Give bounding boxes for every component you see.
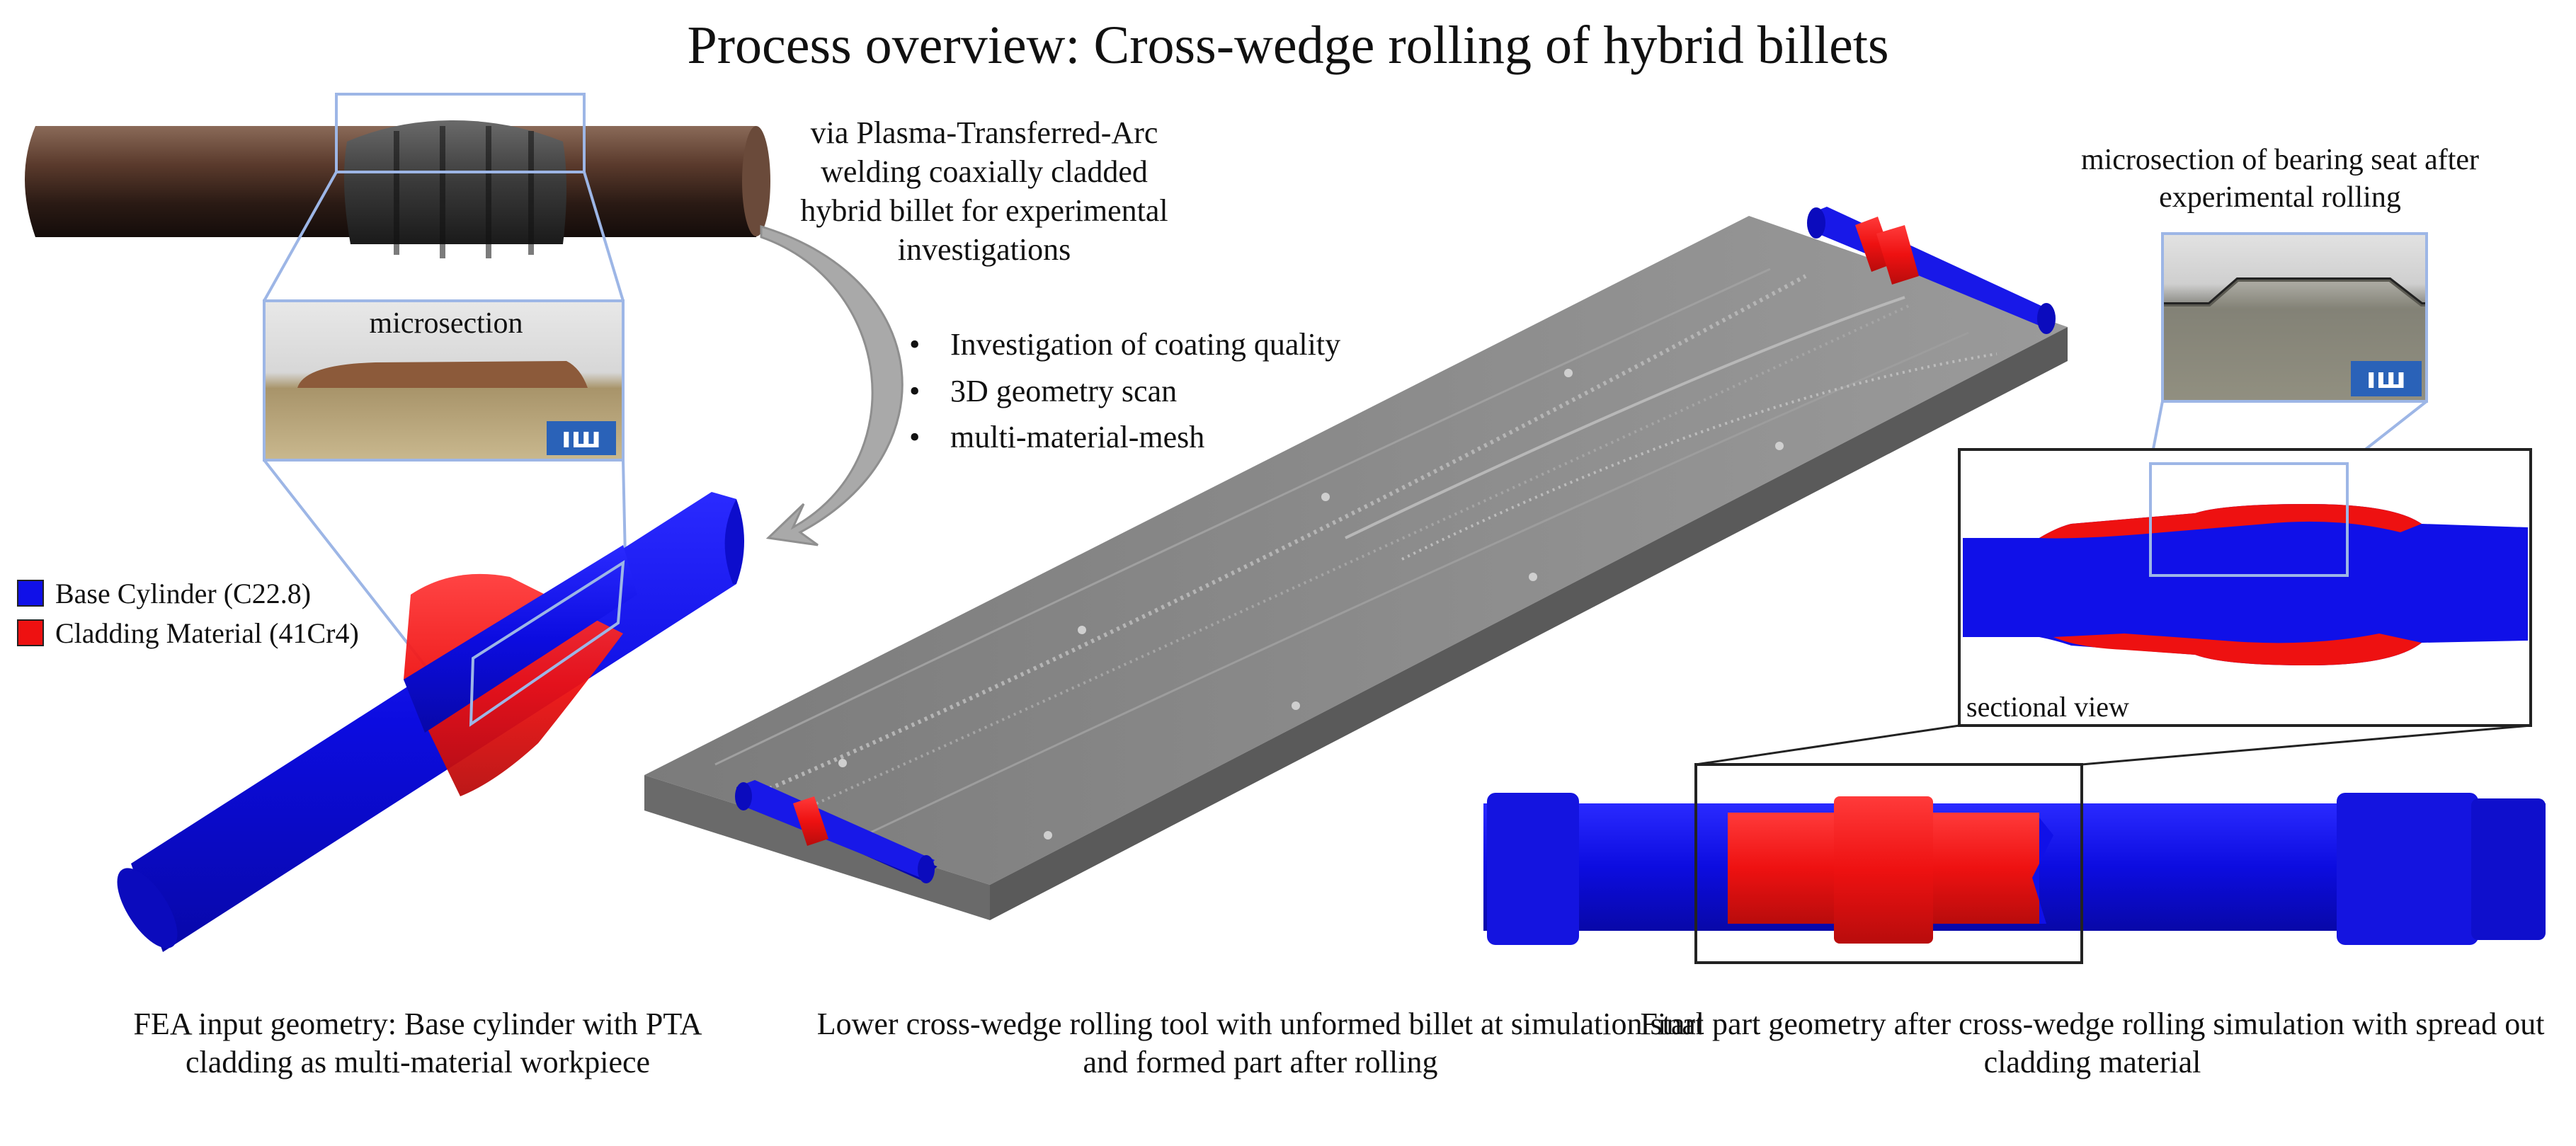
final-part — [1483, 763, 2546, 964]
formed-part — [1807, 207, 2056, 334]
zoom-line — [263, 171, 338, 302]
legend-item-cladding: Cladding Material (41Cr4) — [17, 613, 359, 653]
zoom-line — [2081, 724, 2531, 766]
unformed-billet — [735, 780, 937, 883]
sectional-view-panel — [1958, 448, 2532, 727]
pta-welding-description: via Plasma-Transferred-Arc welding coaxi… — [800, 115, 1168, 267]
list-item: multi-material-mesh — [906, 418, 1340, 457]
rolling-tool-plate — [644, 216, 2068, 920]
sectional-view-label: sectional view — [1966, 691, 2129, 723]
microsection-label-right: microsection of bearing seat after exper… — [2080, 144, 2480, 214]
legend-swatch-base — [17, 580, 44, 607]
fea-input-cylinder — [117, 492, 744, 952]
legend-label: Base Cylinder (C22.8) — [55, 577, 312, 609]
zoom-line — [1695, 724, 1960, 766]
legend-item-base: Base Cylinder (C22.8) — [17, 573, 359, 613]
logo-text: ıш — [562, 422, 601, 454]
caption-rolling-tool: Lower cross-wedge rolling tool with unfo… — [816, 1007, 1704, 1079]
page-title: Process overview: Cross-wedge rolling of… — [687, 16, 1889, 75]
list-item: 3D geometry scan — [906, 372, 1340, 411]
process-arrow-icon — [760, 224, 904, 546]
microsection-label-left: microsection — [369, 307, 523, 340]
photo-zoom-frame — [335, 93, 586, 173]
zoom-line — [583, 171, 625, 302]
material-legend: Base Cylinder (C22.8) Cladding Material … — [17, 573, 359, 653]
legend-swatch-cladding — [17, 619, 44, 646]
investigation-list: Investigation of coating quality 3D geom… — [906, 326, 1340, 465]
iwu-logo-right: ıш — [2351, 361, 2422, 396]
caption-fea-input: FEA input geometry: Base cylinder with P… — [133, 1007, 702, 1079]
billet-photo — [25, 120, 770, 258]
list-item: Investigation of coating quality — [906, 326, 1340, 364]
legend-label: Cladding Material (41Cr4) — [55, 617, 359, 649]
iwu-logo-left: ıш — [547, 421, 616, 455]
fea-zoom-frame — [469, 560, 625, 727]
logo-text: ıш — [2366, 362, 2406, 395]
caption-final-part: Final part geometry after cross-wedge ro… — [1640, 1007, 2545, 1079]
